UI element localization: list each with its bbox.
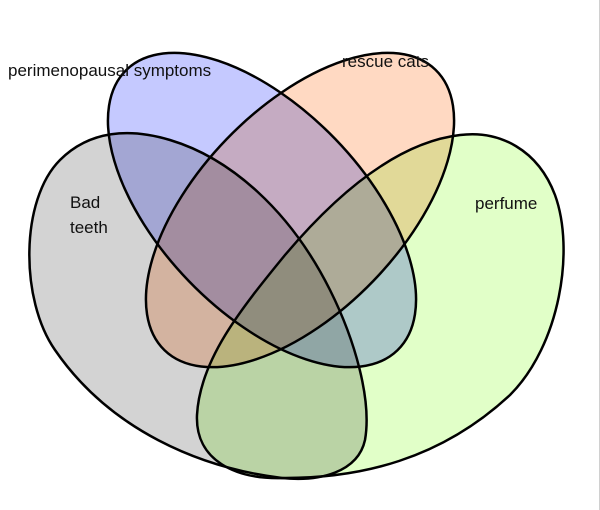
set-perfume-region [195,133,565,480]
venn-labels: Bad teeth perimenopausal symptoms rescue… [8,52,537,237]
set-label-perfume: perfume [475,194,537,213]
set-label-bad-teeth-line-2: teeth [70,218,108,237]
set-label-rescue-cats: rescue cats [342,52,429,71]
venn-shapes [28,51,565,480]
set-label-bad-teeth-line-1: Bad [70,193,100,212]
set-label-perimenopausal-symptoms: perimenopausal symptoms [8,61,211,80]
